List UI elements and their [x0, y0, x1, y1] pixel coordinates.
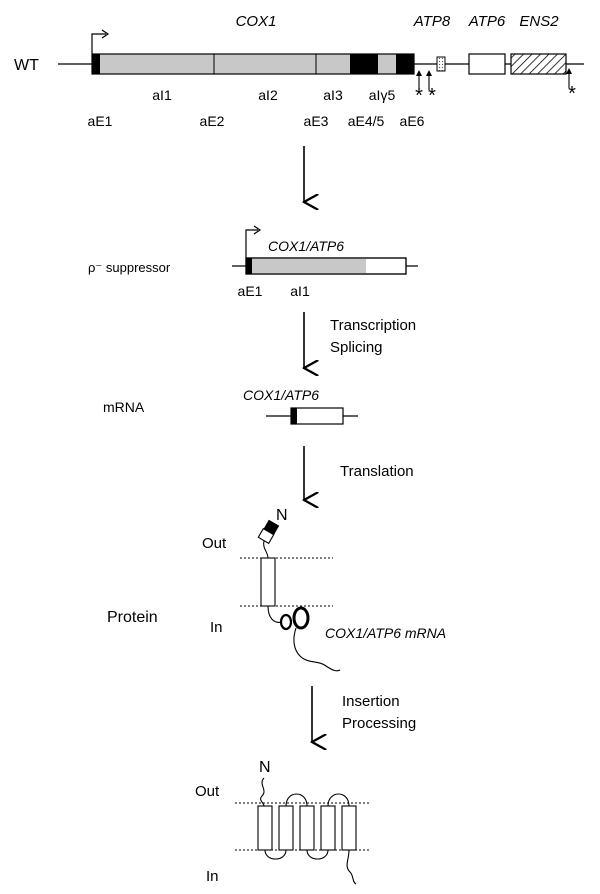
star-2: *	[428, 85, 436, 107]
suppressor-label: ρ⁻ suppressor	[88, 260, 171, 275]
step-translation: Translation	[340, 463, 414, 480]
tm-helix-5	[341, 805, 357, 851]
exon-label-ae3: aE3	[304, 113, 329, 129]
tm-helix-3	[299, 805, 315, 851]
wt-locus: WT COX1 ATP8 ATP6 ENS2 * * * aI1	[14, 13, 584, 129]
suppressor-intron-region	[246, 258, 366, 274]
mrna-exon-ae1	[291, 408, 297, 424]
final-in-label: In	[206, 868, 219, 885]
exon-label-ae45: aE4/5	[348, 113, 385, 129]
suppressor-exon-ae1	[246, 258, 252, 274]
wt-promoter-arrow	[91, 33, 106, 54]
atp6-gene-box	[468, 53, 506, 75]
ens2-gene-box	[510, 53, 567, 75]
exon-ae6	[396, 54, 414, 74]
final-n-tail	[260, 777, 265, 807]
suppressor-promoter-arrowhead	[253, 225, 262, 235]
protein-mrna-label: COX1/ATP6 mRNA	[325, 625, 446, 641]
gene-label-ens2: ENS2	[519, 13, 559, 30]
intron-label-aig5: aIγ5	[369, 87, 396, 103]
star-arrowhead-2	[426, 70, 432, 76]
final-n-terminus: N	[259, 759, 271, 776]
wt-promoter-arrowhead	[101, 29, 110, 39]
mrna-box	[290, 407, 344, 425]
suppressor-gene-label: COX1/ATP6	[268, 238, 344, 254]
protein-n-terminus: N	[276, 507, 288, 524]
loop-in-1	[264, 849, 287, 860]
gene-label-atp8: ATP8	[413, 13, 451, 30]
exon-label-ae6: aE6	[400, 113, 425, 129]
suppressor-intron-label: aI1	[290, 283, 310, 299]
ribosome-large-subunit	[292, 606, 310, 630]
loop-in-2	[306, 849, 329, 860]
step-transcription: Transcription	[330, 317, 416, 334]
c-terminal-tail	[267, 605, 283, 623]
intron-label-ai2: aI2	[258, 87, 278, 103]
intron-label-ai1: aI1	[152, 87, 172, 103]
protein-intermediate: Protein Out In N COX1/ATP6 mRNA	[107, 507, 446, 672]
exon-ae3	[350, 54, 378, 74]
protein-in-label: In	[210, 619, 223, 636]
exon-label-ae1: aE1	[88, 113, 113, 129]
star-arrowhead-1	[416, 70, 422, 76]
tm-helix-2	[278, 805, 294, 851]
ribosome-small-subunit	[279, 613, 293, 631]
final-c-tail	[346, 849, 357, 885]
suppressor-exon-label: aE1	[238, 283, 263, 299]
mrna-strand	[293, 627, 341, 672]
star-arrowhead-3	[566, 68, 572, 74]
step-splicing: Splicing	[330, 339, 383, 356]
intron-label-ai3: aI3	[323, 87, 343, 103]
step-processing: Processing	[342, 715, 416, 732]
mrna-construct: mRNA COX1/ATP6	[103, 387, 358, 425]
n-terminal-linker	[263, 540, 269, 559]
suppressor-gene-box-outline	[245, 257, 407, 275]
star-1: *	[415, 85, 423, 107]
suppressor-construct: ρ⁻ suppressor COX1/ATP6 aE1 aI1	[88, 225, 418, 299]
gene-label-cox1: COX1	[236, 13, 277, 30]
n-terminal-white-tag	[257, 527, 275, 545]
exon-label-ae2: aE2	[200, 113, 225, 129]
step-insertion: Insertion	[342, 693, 400, 710]
wt-label: WT	[14, 57, 39, 74]
tm-helix-single	[260, 557, 276, 607]
suppressor-text: ⁻ suppressor	[95, 260, 170, 275]
atp8-gene-box	[436, 56, 446, 72]
star-3: *	[568, 83, 576, 105]
exon-ae1	[92, 54, 100, 74]
mrna-label: mRNA	[103, 399, 145, 415]
protein-label: Protein	[107, 609, 158, 626]
tm-helix-4	[320, 805, 336, 851]
tm-helix-1	[257, 805, 273, 851]
suppressor-promoter-arrow	[245, 229, 258, 258]
gene-label-atp6: ATP6	[468, 13, 506, 30]
protein-out-label: Out	[202, 535, 227, 552]
loop-out-1	[285, 793, 308, 807]
loop-out-2	[327, 793, 350, 807]
final-out-label: Out	[195, 783, 220, 800]
suppressor-rho: ρ	[88, 260, 95, 275]
protein-final: Out In N	[195, 759, 370, 885]
mrna-gene-label: COX1/ATP6	[243, 387, 319, 403]
